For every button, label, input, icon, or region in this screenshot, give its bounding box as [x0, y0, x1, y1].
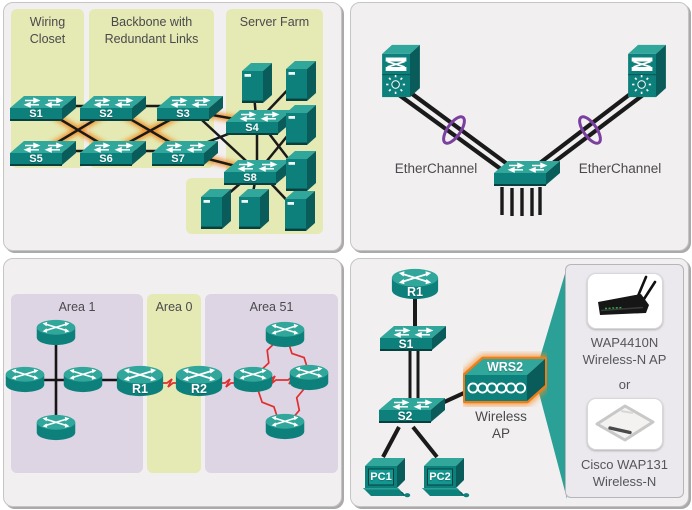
area51-label: Area 51 — [249, 300, 294, 314]
multilayer-switch-icon — [382, 44, 420, 98]
etherchannel-loop-icon — [442, 115, 466, 145]
wap131-photo — [586, 398, 663, 451]
switch-s8-icon — [224, 159, 290, 186]
access-port-stubs — [500, 187, 542, 216]
server-icon — [242, 63, 272, 103]
ap-models-callout: WAP4410N Wireless-N AP or Cisco WAP131 W… — [565, 264, 684, 498]
area1-label: Area 1 — [58, 300, 96, 314]
multilayer-switch-icon — [628, 44, 666, 98]
antenna-icon — [642, 280, 656, 301]
server-icon — [286, 151, 316, 191]
quadrant-wireless-ap: R1 S1 S2 WRS2 PC1 PC2 Wireless AP WAP441… — [350, 258, 689, 507]
quadrant-campus-network: Wiring Closet Backbone with Redundant Li… — [3, 2, 342, 251]
device2-type: Wireless-N — [592, 473, 657, 489]
switch-s1-label: S1 — [29, 108, 43, 120]
router-r2-label: R2 — [191, 382, 207, 396]
router-icon — [265, 413, 305, 440]
device1-name: WAP4410N — [590, 335, 659, 350]
ospf-diagram-layer — [5, 319, 329, 441]
area0-label: Area 0 — [155, 300, 193, 314]
switch-s2-label: S2 — [99, 108, 113, 120]
or-text: or — [618, 377, 631, 393]
etherchannel-diagram-layer — [382, 44, 666, 216]
router-r1-label: R1 — [407, 285, 423, 299]
switch-s5-icon — [10, 140, 76, 167]
device2-name: Cisco WAP131 — [581, 457, 668, 473]
server-farm-label: Server Farm — [239, 15, 310, 29]
switch-s4-icon — [226, 109, 292, 136]
callout-funnel — [539, 267, 567, 499]
wireless-diagram-layer — [362, 267, 567, 499]
workgroup-switch-icon — [494, 160, 560, 187]
switch-s6-icon — [80, 140, 146, 167]
switch-s5-label: S5 — [29, 153, 43, 165]
switch-s1-label: S1 — [398, 337, 414, 351]
etherchannel-right-label: EtherChannel — [578, 161, 662, 176]
router-r1-label: R1 — [132, 382, 148, 396]
router-icon — [289, 364, 329, 391]
switch-s6-label: S6 — [99, 153, 113, 165]
switch-s8-label: S8 — [243, 172, 257, 184]
device1-type: Wireless-N AP — [582, 351, 667, 367]
switch-s4-label: S4 — [245, 122, 259, 134]
etherchannel-loop-icon — [578, 115, 602, 145]
router-icon — [36, 414, 76, 441]
server-icon — [286, 61, 316, 101]
switch-s7-label: S7 — [171, 153, 185, 165]
server-icon — [286, 105, 316, 145]
switch-s1-icon — [10, 95, 76, 122]
pc1-label: PC1 — [370, 471, 392, 483]
quadrant-ospf-areas: Area 1 Area 0 Area 51 R1 R2 — [3, 258, 342, 507]
switch-s2-icon — [80, 95, 146, 122]
router-icon — [5, 366, 45, 393]
quadrant-etherchannel: EtherChannel EtherChannel — [350, 2, 689, 251]
wireless-ap-caption: Wireless AP — [475, 409, 527, 441]
backbone-label: Backbone with Redundant Links — [104, 15, 199, 46]
server-icon — [201, 189, 231, 229]
wrs2-label: WRS2 — [486, 360, 524, 374]
router-icon — [265, 321, 305, 348]
campus-diagram-layer — [10, 61, 316, 231]
router-icon — [233, 366, 273, 393]
pc2-label: PC2 — [429, 471, 451, 483]
etherchannel-left-label: EtherChannel — [394, 161, 478, 176]
switch-s3-label: S3 — [176, 108, 190, 120]
switch-s2-label: S2 — [397, 409, 413, 423]
wap4410n-photo — [586, 273, 663, 329]
server-icon — [239, 189, 269, 229]
topology-links — [381, 297, 478, 459]
wiring-closet-label: Wiring Closet — [29, 15, 66, 46]
router-icon — [36, 319, 76, 346]
router-icon — [63, 366, 103, 393]
antenna-icon — [636, 275, 647, 298]
server-icon — [285, 191, 315, 231]
